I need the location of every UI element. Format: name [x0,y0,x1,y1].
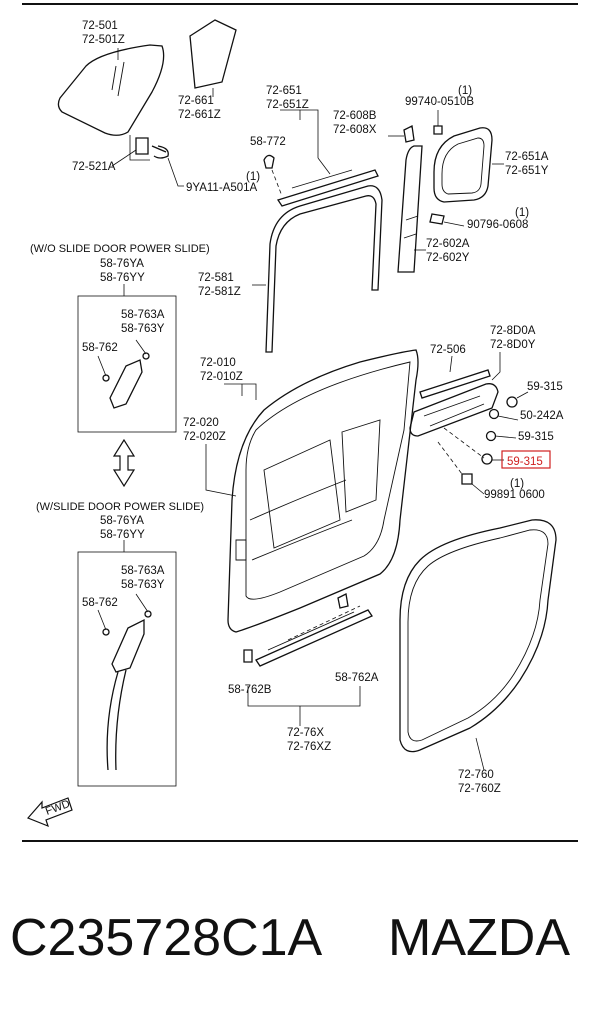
part-label-bot-58-76YY: 58-76YY [100,529,145,541]
part-label-72-760: 72-760 [458,769,494,781]
part-label-59-315-a: 59-315 [527,381,563,393]
caption-with-power-slide: (W/SLIDE DOOR POWER SLIDE) [36,501,204,513]
part-label-58-762A: 58-762A [335,672,379,684]
part-label-72-521A: 72-521A [72,161,116,173]
part-label-top-58-762: 58-762 [82,342,118,354]
door-panel-72-010 [205,349,419,633]
bracket-72-521A [111,135,184,187]
part-label-72-602A: 72-602A [426,238,470,250]
part-label-72-76XZ: 72-76XZ [287,741,331,753]
part-label-50-242A: 50-242A [520,410,564,422]
part-labels: 72-501 72-501Z 72-661 72-661Z 72-521A 9YA11-A… [72,20,564,795]
part-label-qty-1-c: (1) [515,207,529,219]
part-label-72-760Z: 72-760Z [458,783,501,795]
footer: C235728C1A MAZDA [0,893,600,983]
part-label-qty-1-b: (1) [458,85,472,97]
part-label-99891-0600: 99891 0600 [484,489,545,501]
part-label-72-661Z: 72-661Z [178,109,221,121]
part-label-72-76X: 72-76X [287,727,324,739]
glass-channel-72-581 [252,185,383,353]
part-label-72-501Z: 72-501Z [82,34,125,46]
run-channel-72-651 [263,109,379,207]
detail-box-without-power-slide [77,284,177,433]
door-parts-diagram: FWD (W/O SLIDE DOOR POWER SLIDE) (W/SLID… [22,3,578,842]
part-label-59-315-c: 59-315 [507,456,543,468]
bottom-garnish [243,593,373,726]
part-label-top-58-76YY: 58-76YY [100,272,145,284]
part-label-72-651Z: 72-651Z [266,99,309,111]
part-label-72-506: 72-506 [430,344,466,356]
part-label-72-010Z: 72-010Z [200,371,243,383]
detail-box-with-power-slide [77,540,177,787]
small-glass [189,19,237,97]
quarter-glass [57,44,165,136]
part-label-72-010: 72-010 [200,357,236,369]
part-label-72-581: 72-581 [198,272,234,284]
clip-72-608B [388,125,415,143]
part-label-72-8D0A: 72-8D0A [490,325,536,337]
part-label-72-661: 72-661 [178,95,214,107]
part-label-72-651Y: 72-651Y [505,165,549,177]
channel-72-602A [397,145,426,273]
part-label-bot-58-763Y: 58-763Y [121,579,165,591]
part-label-72-8D0Y: 72-8D0Y [490,339,536,351]
part-label-90796-0608: 90796-0608 [467,219,528,231]
part-label-top-58-763A: 58-763A [121,309,165,321]
screw-99740 [433,110,443,135]
highlight-box [501,450,551,469]
trim-strip-72-506 [419,355,491,399]
part-label-72-581Z: 72-581Z [198,286,241,298]
part-label-72-651: 72-651 [266,85,302,97]
quarter-window-72-651A [433,127,504,203]
part-label-59-315-b: 59-315 [518,431,554,443]
part-label-72-020: 72-020 [183,417,219,429]
part-label-72-608X: 72-608X [333,124,377,136]
part-label-qty-1-a: (1) [246,171,260,183]
bolt-90796 [429,213,465,227]
caption-without-power-slide: (W/O SLIDE DOOR POWER SLIDE) [30,243,210,255]
part-label-99740-0510B: 99740-0510B [405,96,474,108]
weatherstrip-72-760 [399,519,557,771]
part-label-top-58-76YA: 58-76YA [100,258,144,270]
part-label-72-608B: 72-608B [333,110,377,122]
handle-bracket-72-8D0A [409,352,501,437]
double-arrow [112,438,136,488]
part-label-58-772: 58-772 [250,136,286,148]
part-label-bot-58-763A: 58-763A [121,565,165,577]
part-label-58-762B: 58-762B [228,684,272,696]
part-label-bot-58-762: 58-762 [82,597,118,609]
part-number: C235728C1A [10,909,323,967]
part-label-72-651A: 72-651A [505,151,549,163]
part-label-qty-1-d: (1) [510,478,524,490]
brand-name: MAZDA [388,909,570,967]
part-label-top-58-763Y: 58-763Y [121,323,165,335]
part-label-9YA11-A501A: 9YA11-A501A [186,182,258,194]
part-label-72-602Y: 72-602Y [426,252,470,264]
part-label-bot-58-76YA: 58-76YA [100,515,144,527]
part-label-72-501: 72-501 [82,20,118,32]
fwd-arrow-icon: FWD [26,797,73,828]
part-label-72-020Z: 72-020Z [183,431,226,443]
